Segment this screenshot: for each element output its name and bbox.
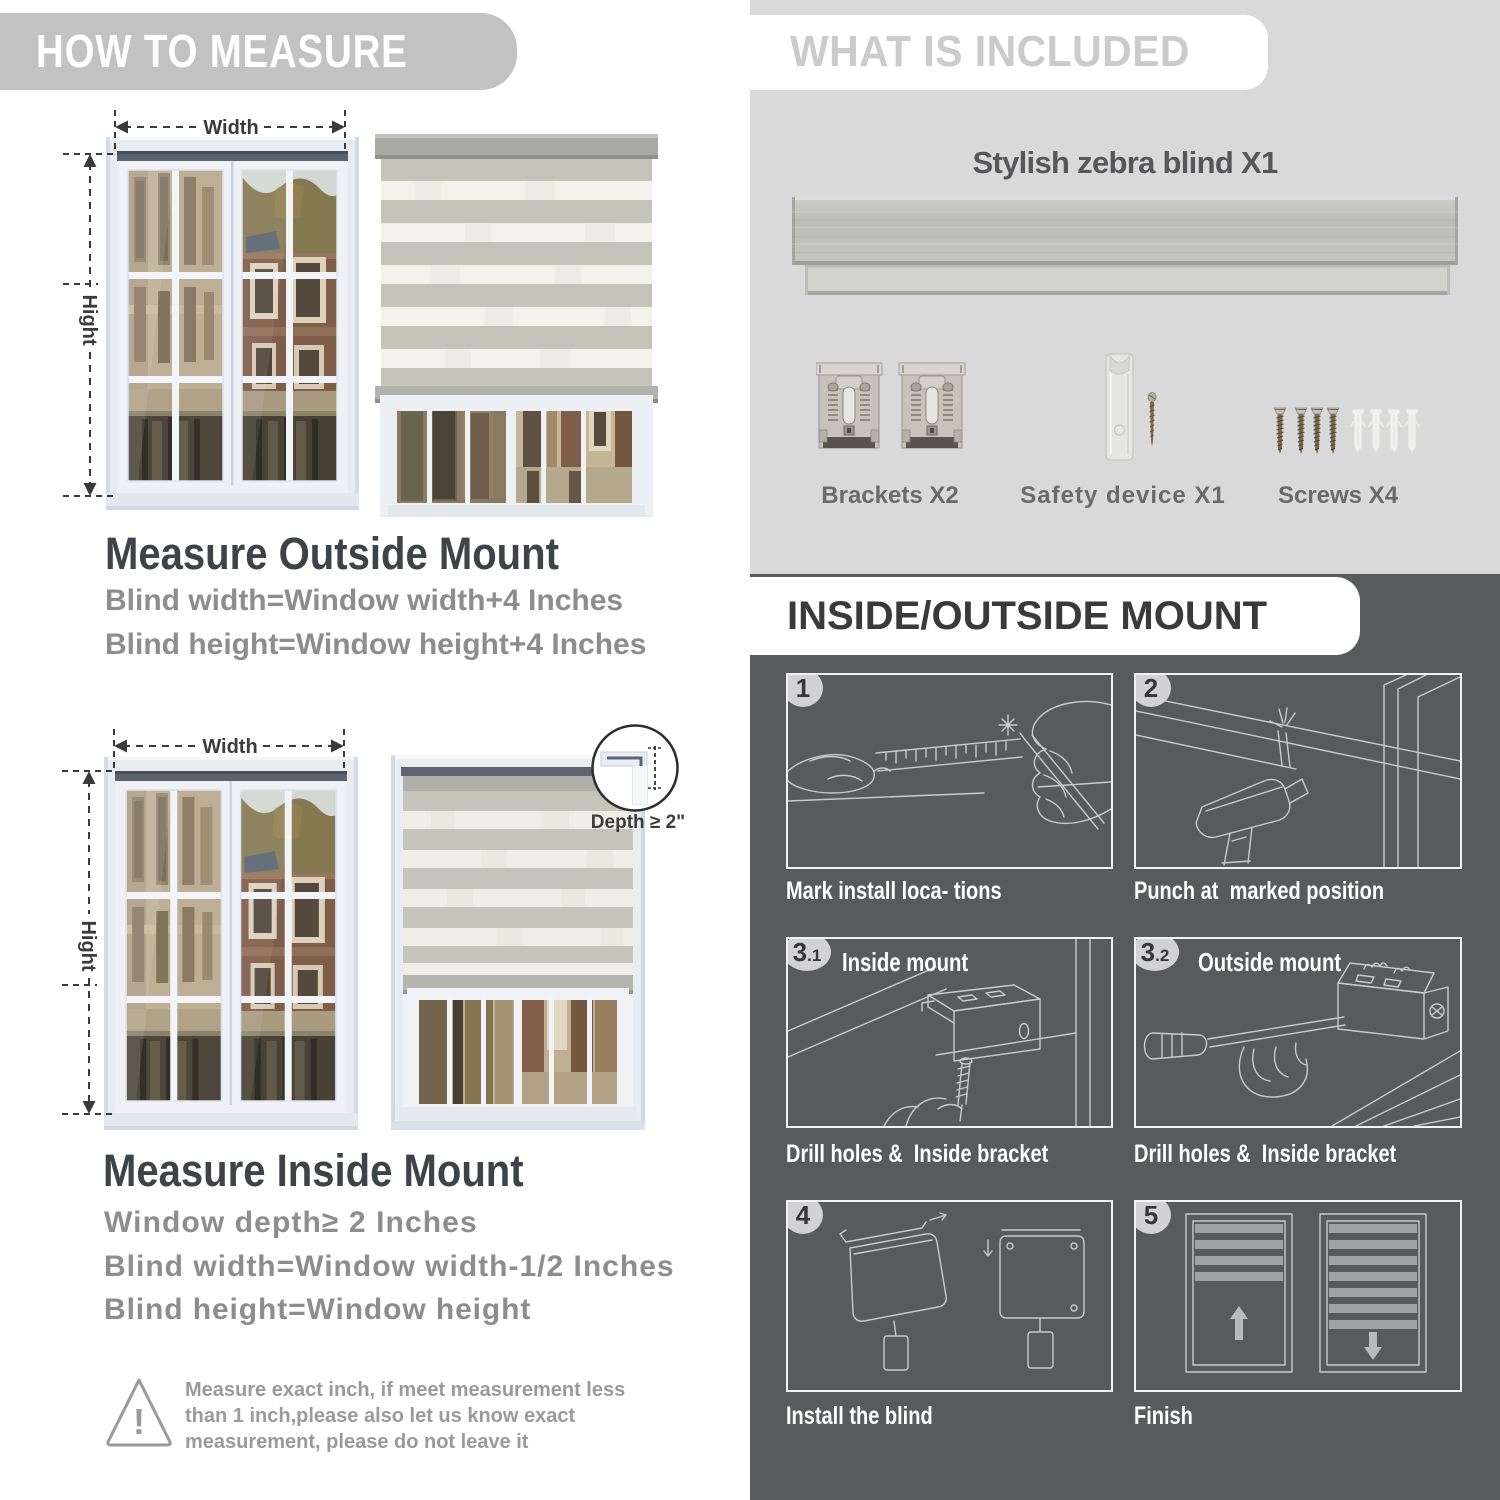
svg-text:!: ! (133, 1401, 145, 1442)
svg-text:Width: Width (202, 736, 257, 758)
svg-text:Hight: Hight (77, 920, 99, 971)
svg-text:Hight: Hight (78, 294, 100, 345)
svg-text:Width: Width (203, 117, 258, 139)
